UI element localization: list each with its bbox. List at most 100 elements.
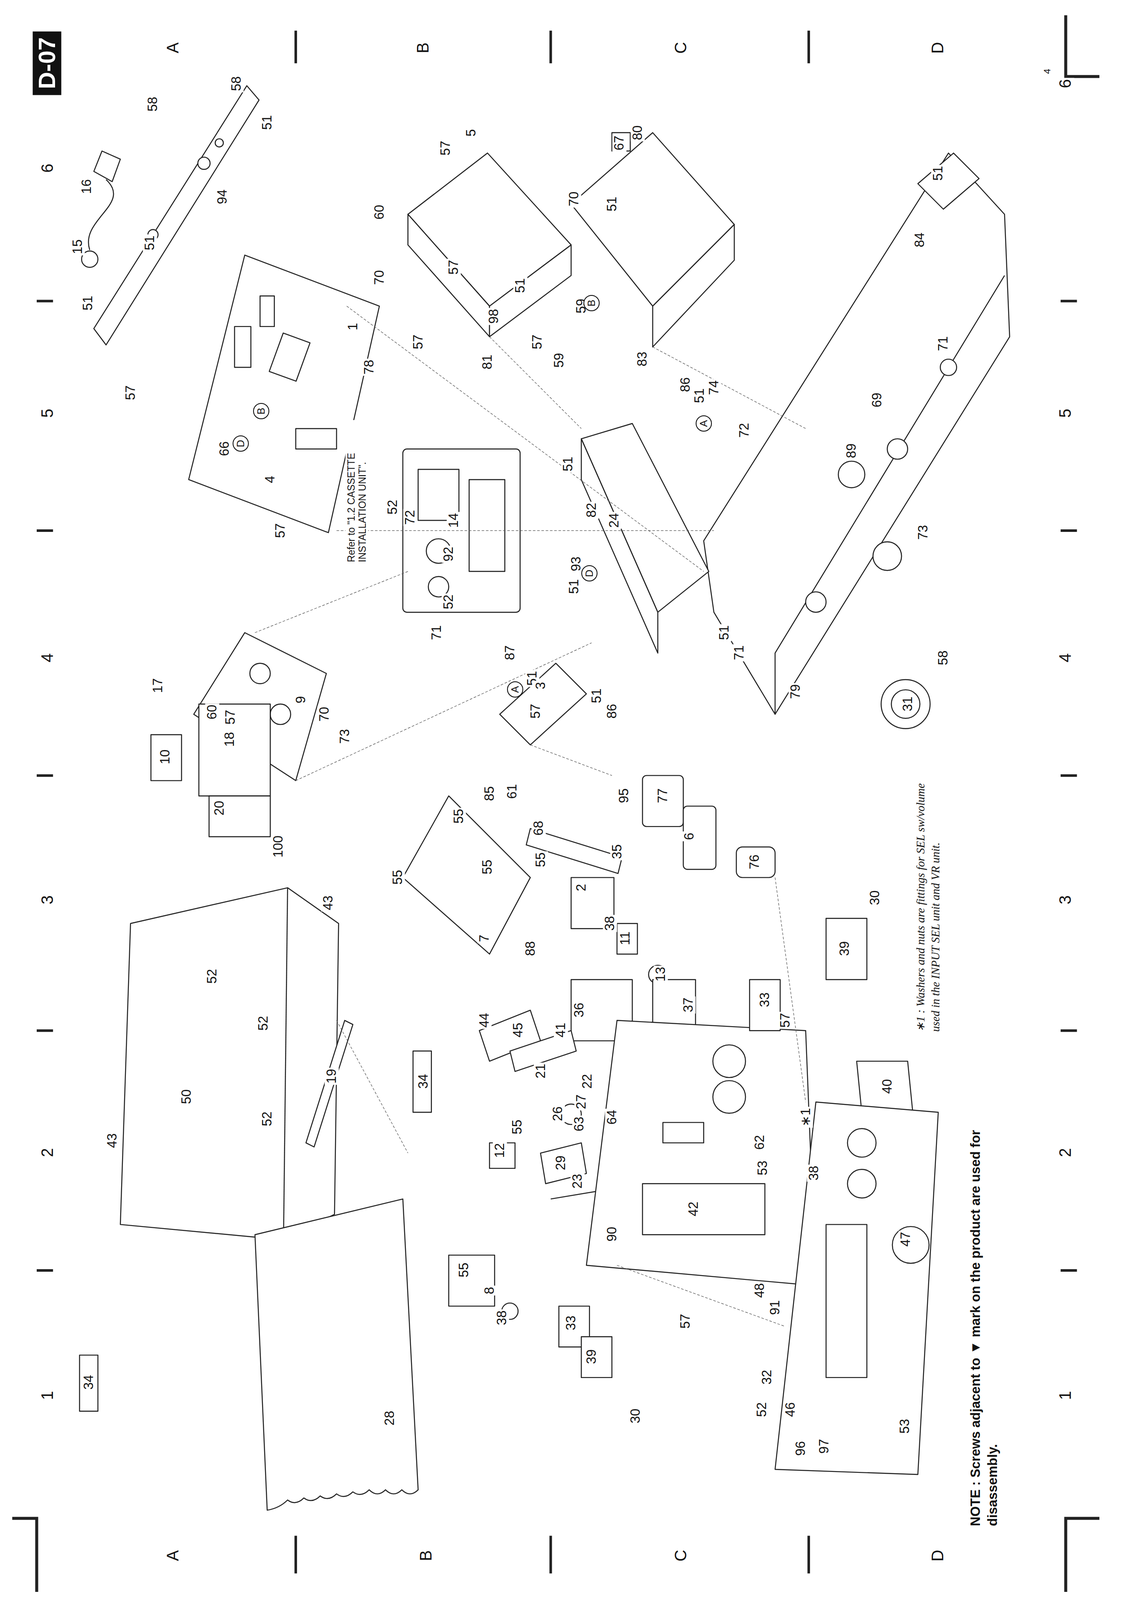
callout-number: 55 — [390, 868, 406, 886]
callout-number: 55 — [510, 1118, 525, 1136]
grid-reference: 5 — [1057, 407, 1075, 419]
callout-number: 73 — [337, 727, 352, 745]
callout-number: 31 — [900, 695, 915, 713]
callout-number: 42 — [686, 1199, 701, 1217]
callout-number: 55 — [533, 851, 548, 869]
callout-number: 70 — [317, 705, 332, 723]
callout-number: 100 — [271, 833, 286, 859]
callout-number: 27 — [574, 1092, 589, 1110]
callout-number: 17 — [151, 676, 166, 694]
callout-number: 7 — [477, 933, 492, 944]
frame-marks — [12, 15, 1100, 1592]
callout-number: 69 — [870, 390, 885, 409]
callout-number: 72 — [737, 421, 752, 439]
callout-number: 39 — [837, 939, 852, 957]
callout-number: 8 — [482, 1285, 497, 1295]
callout-number: 51 — [142, 233, 158, 251]
callout-number: 36 — [572, 1000, 587, 1018]
grid-reference: 1 — [39, 1389, 57, 1401]
callout-number: 53 — [755, 1159, 770, 1177]
callout-number: 53 — [897, 1416, 912, 1435]
grid-reference: 1 — [1057, 1389, 1075, 1401]
callout-number: 57 — [446, 258, 461, 276]
callout-number: 51 — [717, 623, 732, 641]
callout-number: 72 — [402, 508, 417, 526]
callout-number: 33 — [757, 990, 773, 1008]
callout-number: 67 — [612, 134, 627, 152]
callout-number: 45 — [511, 1021, 526, 1039]
callout-number: 51 — [567, 577, 582, 595]
callout-number: 19 — [324, 1067, 339, 1085]
callout-number: 92 — [441, 545, 456, 563]
callout-number: 83 — [635, 350, 650, 368]
callout-number: 34 — [81, 1373, 97, 1391]
callout-number: 33 — [564, 1314, 579, 1332]
callout-number: 51 — [513, 276, 528, 295]
grid-reference: 3 — [39, 893, 57, 906]
callout-number: 82 — [584, 501, 599, 519]
callout-number: 55 — [457, 1261, 472, 1279]
callout-number: 43 — [105, 1131, 120, 1149]
disassembly-note: NOTE : Screws adjacent to ▼ mark on the … — [967, 1114, 1002, 1528]
callout-number: 60 — [372, 203, 387, 221]
callout-number: 57 — [528, 702, 543, 720]
callout-number: 80 — [630, 123, 645, 141]
callout-number: 37 — [681, 995, 696, 1013]
callout-number: 15 — [70, 238, 85, 256]
callout-number: 84 — [912, 230, 927, 248]
callout-number: 66 — [217, 440, 232, 458]
grid-reference: 6 — [1057, 77, 1075, 90]
callout-number: 9 — [294, 694, 309, 705]
callout-number: 51 — [589, 686, 604, 704]
callout-number: 4 — [263, 474, 278, 484]
callout-number: 46 — [783, 1400, 798, 1418]
callout-number: 21 — [533, 1062, 548, 1080]
callout-number: 57 — [223, 708, 238, 726]
callout-number: 35 — [609, 842, 624, 860]
callout-number: ∗1 — [798, 1106, 813, 1128]
callout-number: 52 — [260, 1110, 275, 1128]
callout-number: 10 — [158, 748, 173, 766]
callout-number: 32 — [760, 1368, 775, 1386]
callout-number: 98 — [486, 307, 501, 325]
callout-number: 57 — [123, 384, 138, 402]
callout-number: 57 — [411, 332, 426, 350]
circled-reference: B — [583, 294, 600, 312]
callout-number: 41 — [553, 1021, 569, 1039]
grid-reference: 5 — [39, 407, 57, 419]
callout-number: 20 — [212, 798, 227, 817]
page-mark: 4 — [1042, 67, 1053, 76]
callout-number: 44 — [477, 1011, 492, 1029]
callout-number: 1 — [346, 321, 361, 332]
callout-number: 64 — [604, 1107, 619, 1126]
callout-number: 68 — [531, 819, 546, 837]
callout-number: 93 — [569, 555, 584, 573]
callout-number: 28 — [382, 1408, 397, 1426]
callout-number: 58 — [145, 95, 161, 113]
callout-number: 78 — [362, 358, 377, 376]
callout-number: 13 — [653, 965, 668, 983]
parts — [79, 85, 1010, 1510]
callout-number: 77 — [655, 787, 671, 805]
callout-number: 3 — [533, 680, 548, 691]
callout-number: 51 — [692, 387, 707, 405]
callout-number: 79 — [788, 682, 803, 700]
callout-number: 38 — [807, 1164, 822, 1182]
callout-number: 38 — [603, 914, 618, 932]
callout-number: 57 — [678, 1311, 693, 1330]
callout-number: 96 — [793, 1439, 808, 1457]
circled-reference: B — [253, 402, 270, 420]
callout-number: 85 — [482, 784, 497, 802]
grid-reference: 2 — [39, 1146, 57, 1159]
callout-number: 70 — [372, 268, 387, 286]
callout-number: 89 — [844, 442, 859, 460]
grid-reference: 6 — [39, 162, 57, 175]
callout-number: 55 — [451, 807, 467, 825]
callout-number: 61 — [504, 782, 519, 800]
callout-number: 76 — [747, 853, 762, 871]
callout-number: 81 — [480, 353, 495, 371]
callout-number: 52 — [205, 967, 220, 985]
callout-number: 97 — [816, 1437, 831, 1455]
callout-number: 86 — [604, 702, 619, 720]
